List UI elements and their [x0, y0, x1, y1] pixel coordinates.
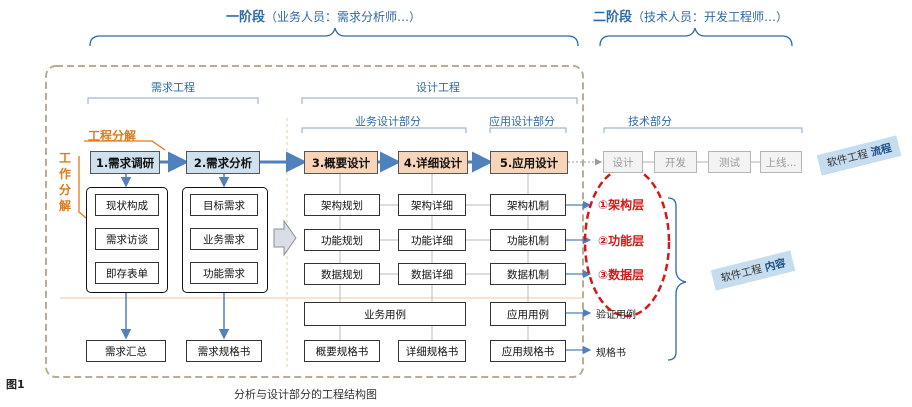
- detail-design-item[interactable]: 功能详细: [398, 229, 466, 251]
- business-use-case[interactable]: 业务用例: [304, 302, 466, 326]
- app-design-item[interactable]: 数据机制: [490, 263, 566, 285]
- research-item[interactable]: 需求访谈: [95, 228, 159, 250]
- flow-chevron: [273, 219, 297, 257]
- requirements-summary[interactable]: 需求汇总: [86, 340, 166, 362]
- stage-detail-design[interactable]: 4.详细设计: [398, 151, 468, 174]
- phase2-title: 二阶段: [593, 10, 633, 25]
- detail-design-item[interactable]: 架构详细: [398, 194, 466, 216]
- tech-stage-development[interactable]: 开发: [654, 151, 697, 173]
- stage-requirements-research[interactable]: 1.需求调研: [90, 151, 160, 174]
- research-item[interactable]: 现状构成: [95, 194, 159, 216]
- application-design-label: 应用设计部分: [489, 115, 555, 128]
- figure-caption: 分析与设计部分的工程结构图: [234, 388, 377, 401]
- business-design-label: 业务设计部分: [355, 115, 421, 128]
- work-decomposition-label: 工 作 分 解: [58, 150, 72, 214]
- phase1-brace: [89, 27, 579, 47]
- spec-label: 规格书: [596, 348, 626, 359]
- content-brace: [667, 197, 687, 361]
- layer-data: ③数据层: [598, 268, 645, 282]
- analysis-item[interactable]: 业务需求: [190, 228, 258, 250]
- stage-requirements-analysis[interactable]: 2.需求分析: [186, 151, 260, 174]
- work-decomposition-char: 作: [58, 167, 71, 181]
- phase2-subtitle: （技术人员：开发工程师…）: [632, 10, 789, 24]
- application-use-case[interactable]: 应用用例: [490, 302, 566, 326]
- tag-strong: 内容: [763, 257, 787, 274]
- analysis-item[interactable]: 目标需求: [190, 194, 258, 216]
- phase1-title: 一阶段: [226, 10, 266, 25]
- technical-label: 技术部分: [628, 115, 672, 128]
- analysis-item[interactable]: 功能需求: [190, 262, 258, 284]
- overview-design-item[interactable]: 数据规划: [304, 263, 380, 285]
- verify-use-case-label: 验证用例: [596, 310, 636, 321]
- overview-design-item[interactable]: 功能规划: [304, 229, 380, 251]
- phase1-subtitle: （业务人员：需求分析师…）: [265, 10, 422, 24]
- tech-stage-testing[interactable]: 测试: [708, 151, 751, 173]
- work-decomposition-char: 工: [58, 151, 71, 165]
- research-item[interactable]: 即存表单: [95, 262, 159, 284]
- tech-stage-design[interactable]: 设计: [603, 151, 643, 173]
- app-design-item[interactable]: 架构机制: [490, 194, 566, 216]
- requirements-engineering-label: 需求工程: [151, 81, 195, 94]
- phase2-label: 二阶段（技术人员：开发工程师…）: [593, 6, 788, 25]
- overview-design-item[interactable]: 架构规划: [304, 194, 380, 216]
- requirement-spec[interactable]: 需求规格书: [186, 340, 262, 362]
- work-decomposition-char: 分: [58, 183, 71, 197]
- detail-design-item[interactable]: 数据详细: [398, 263, 466, 285]
- tech-stage-launch[interactable]: 上线...: [760, 151, 802, 173]
- detail-spec[interactable]: 详细规格书: [398, 340, 466, 362]
- phase2-brace: [599, 27, 793, 47]
- tag-strong: 流程: [869, 142, 893, 159]
- engineering-decomposition-label: 工程分解: [88, 129, 137, 143]
- figure-label: 图1: [6, 378, 25, 391]
- phase1-label: 一阶段（业务人员：需求分析师…）: [226, 6, 421, 25]
- stage-overview-design[interactable]: 3.概要设计: [304, 151, 378, 174]
- design-engineering-label: 设计工程: [416, 81, 460, 94]
- scope-frame: [45, 65, 584, 378]
- app-spec[interactable]: 应用规格书: [490, 340, 566, 362]
- overview-spec[interactable]: 概要规格书: [304, 340, 380, 362]
- stage-application-design[interactable]: 5.应用设计: [490, 151, 568, 174]
- layer-function: ②功能层: [598, 234, 645, 248]
- layer-architecture: ①架构层: [598, 198, 645, 212]
- work-decomposition-char: 解: [58, 199, 71, 213]
- app-design-item[interactable]: 功能机制: [490, 229, 566, 251]
